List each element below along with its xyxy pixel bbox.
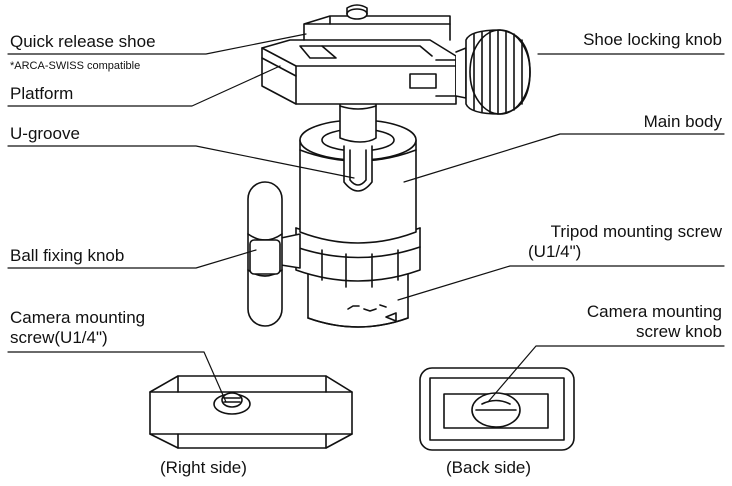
leader-lines bbox=[7, 33, 725, 403]
caption-right-side: (Right side) bbox=[160, 458, 247, 477]
leader-u-groove bbox=[7, 145, 355, 179]
leader-camera-mounting-screw bbox=[7, 351, 227, 403]
leader-tripod-mounting-screw bbox=[397, 265, 725, 301]
leader-camera-mounting-screw-knob bbox=[487, 345, 725, 403]
label-camera-mounting-screw-knob-line1: Camera mounting bbox=[586, 302, 722, 321]
caption-back-side: (Back side) bbox=[446, 458, 532, 477]
u-groove bbox=[343, 145, 373, 192]
label-arca-note: *ARCA-SWISS compatible bbox=[10, 60, 141, 72]
shoe-right-side-view bbox=[149, 375, 353, 449]
leader-platform bbox=[7, 65, 281, 107]
leader-main-body bbox=[403, 133, 725, 183]
shoe-back-side-view bbox=[419, 367, 575, 451]
label-tripod-mounting-screw-line1: Tripod mounting screw bbox=[550, 222, 722, 241]
leader-ball-fixing-knob bbox=[7, 249, 257, 269]
label-camera-mounting-screw-line2: screw(U1/4") bbox=[10, 328, 108, 347]
shoe-locking-knob bbox=[455, 29, 531, 115]
label-tripod-mounting-screw-line2: (U1/4") bbox=[528, 242, 582, 261]
label-camera-mounting-screw-knob-line2: screw knob bbox=[636, 322, 722, 341]
main-body-collar bbox=[295, 227, 421, 288]
label-quick-release-shoe: Quick release shoe bbox=[10, 32, 156, 51]
label-main-body: Main body bbox=[643, 112, 722, 131]
ball-stem bbox=[339, 97, 377, 143]
label-u-groove: U-groove bbox=[10, 124, 80, 143]
leader-quick-release-shoe bbox=[7, 33, 307, 55]
platform-clamp bbox=[261, 4, 457, 105]
ball-fixing-knob bbox=[247, 181, 301, 327]
label-platform: Platform bbox=[10, 84, 74, 103]
label-ball-fixing-knob: Ball fixing knob bbox=[10, 246, 125, 265]
label-camera-mounting-screw-line1: Camera mounting bbox=[10, 308, 146, 327]
label-shoe-locking-knob: Shoe locking knob bbox=[583, 30, 722, 49]
